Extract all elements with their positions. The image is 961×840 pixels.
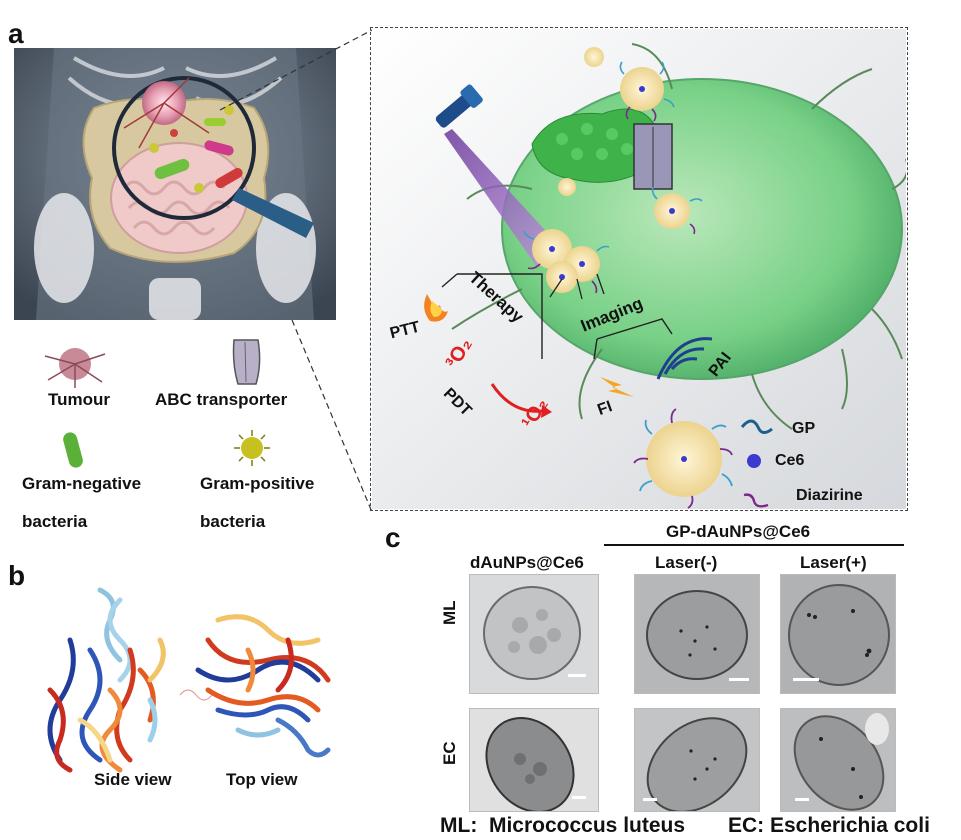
legend-gram-negative-label-1: Gram-negative xyxy=(22,474,142,493)
footer-ml-abbreviation: ML: Micrococcus luteus xyxy=(440,814,686,837)
tem-image-ec-laser-on xyxy=(780,708,896,812)
scheme-illustration xyxy=(372,29,906,509)
anatomy-illustration xyxy=(14,48,336,320)
legend-ce6-label: Ce6 xyxy=(775,452,805,469)
legend-gram-positive-label-2: bacteria xyxy=(200,512,266,531)
tem-image-ec-control xyxy=(469,708,599,812)
protein-structure-top xyxy=(178,600,348,765)
column-header-1: dAuNPs@Ce6 xyxy=(470,553,584,572)
legend-tumour-label: Tumour xyxy=(48,390,111,409)
protein-structure-side xyxy=(30,580,190,785)
top-view-label: Top view xyxy=(226,770,298,789)
legend-tumour-icon xyxy=(40,336,110,395)
row-label-ec: EC xyxy=(440,741,459,765)
legend-diazirine-label: Diazirine xyxy=(796,487,863,504)
panel-b-letter: b xyxy=(8,560,26,591)
column-header-2: Laser(-) xyxy=(655,553,718,572)
scheme-box xyxy=(370,27,908,511)
legend-gp-label: GP xyxy=(792,420,816,437)
column-header-3: Laser(+) xyxy=(800,553,867,572)
legend-gram-negative-icon xyxy=(58,430,88,475)
legend-abc-label: ABC transporter xyxy=(155,390,288,409)
group-header: GP-dAuNPs@Ce6 xyxy=(666,522,811,541)
tem-image-ml-control xyxy=(469,574,599,694)
tem-image-ml-laser-off xyxy=(634,574,760,694)
tem-image-ec-laser-off xyxy=(634,708,760,812)
legend-gram-positive-icon xyxy=(232,428,272,473)
panel-a-letter: a xyxy=(8,18,24,49)
legend-abc-icon xyxy=(228,334,264,393)
panel-c-letter: c xyxy=(385,522,401,553)
tem-image-ml-laser-on xyxy=(780,574,896,694)
side-view-label: Side view xyxy=(94,770,172,789)
row-label-ml: ML xyxy=(440,600,459,625)
legend-gram-negative-label-2: bacteria xyxy=(22,512,88,531)
legend-gram-positive-label-1: Gram-positive xyxy=(200,474,315,493)
group-header-line xyxy=(604,544,904,546)
footer-ec-abbreviation: EC: Escherichia coli xyxy=(728,814,930,837)
